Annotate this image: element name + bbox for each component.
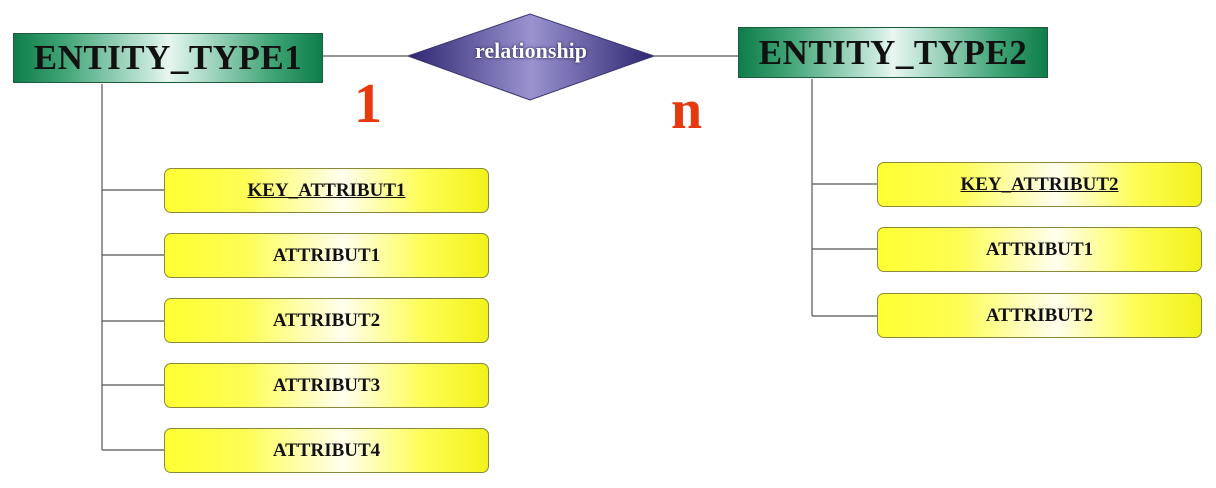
- cardinality-right: n: [671, 79, 703, 141]
- entity-1-attribute-3: ATTRIBUT3: [164, 363, 489, 408]
- entity-1-key-attribute-label: KEY_ATTRIBUT1: [247, 179, 406, 201]
- entity-1-attribute-4-label: ATTRIBUT4: [272, 439, 381, 461]
- entity-1-key-attribute: KEY_ATTRIBUT1: [164, 168, 489, 213]
- entity-1-attribute-4: ATTRIBUT4: [164, 428, 489, 473]
- entity-type-1: ENTITY_TYPE1: [13, 33, 323, 83]
- entity-1-attribute-1: ATTRIBUT1: [164, 233, 489, 278]
- entity-type-2: ENTITY_TYPE2: [738, 27, 1048, 78]
- entity-1-attribute-2-label: ATTRIBUT2: [272, 309, 381, 331]
- entity-2-key-attribute-label: KEY_ATTRIBUT2: [960, 173, 1119, 195]
- entity-type-2-label: ENTITY_TYPE2: [758, 32, 1028, 72]
- entity-2-attribute-1: ATTRIBUT1: [877, 227, 1202, 272]
- entity-2-attribute-2: ATTRIBUT2: [877, 293, 1202, 338]
- cardinality-left: 1: [354, 73, 382, 135]
- relationship-diamond: [406, 13, 656, 101]
- entity-type-1-label: ENTITY_TYPE1: [33, 38, 303, 77]
- entity-2-attribute-1-label: ATTRIBUT1: [985, 238, 1094, 260]
- entity-2-key-attribute: KEY_ATTRIBUT2: [877, 162, 1202, 207]
- entity-1-attribute-3-label: ATTRIBUT3: [272, 374, 381, 396]
- entity-1-attribute-1-label: ATTRIBUT1: [272, 244, 381, 266]
- entity-2-attribute-2-label: ATTRIBUT2: [985, 304, 1094, 326]
- relationship-label: relationship: [474, 38, 588, 63]
- entity-1-attribute-2: ATTRIBUT2: [164, 298, 489, 343]
